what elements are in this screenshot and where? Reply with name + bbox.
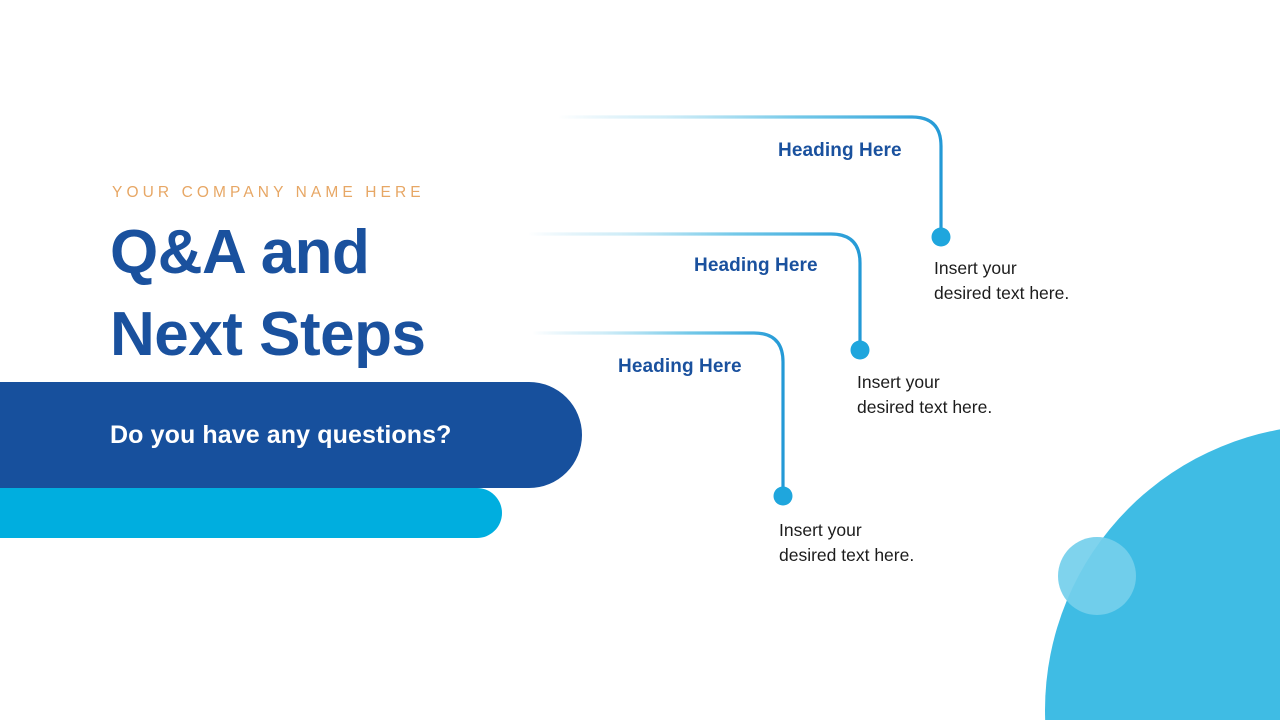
connector-dot-2 bbox=[850, 340, 870, 360]
branch-note-3-line-2: desired text here. bbox=[779, 545, 915, 566]
branch-note-3-line-1: Insert your bbox=[779, 520, 862, 540]
page-title: Q&A and Next Steps bbox=[110, 212, 630, 377]
branch-note-2: Insert your desired text here. bbox=[857, 370, 992, 420]
branch-heading-1: Heading Here bbox=[778, 140, 902, 161]
large-cyan-circle bbox=[1045, 429, 1280, 720]
branch-heading-2: Heading Here bbox=[694, 255, 818, 276]
company-name-eyebrow: YOUR COMPANY NAME HERE bbox=[112, 184, 425, 201]
branch-heading-3: Heading Here bbox=[618, 356, 742, 377]
branch-note-2-line-1: Insert your bbox=[857, 372, 940, 392]
banner-blue-pill bbox=[0, 382, 582, 488]
page-title-line-2: Next Steps bbox=[110, 300, 426, 370]
branch-note-1-line-1: Insert your bbox=[934, 258, 1017, 278]
connector-dot-3 bbox=[773, 486, 793, 506]
branch-note-2-line-2: desired text here. bbox=[857, 397, 993, 418]
branch-note-1-line-2: desired text here. bbox=[934, 283, 1070, 304]
banner-cyan-accent bbox=[0, 488, 502, 538]
branch-note-3: Insert your desired text here. bbox=[779, 518, 914, 568]
banner-question-text: Do you have any questions? bbox=[110, 420, 452, 449]
connector-dot-1 bbox=[931, 227, 951, 247]
branch-note-1: Insert your desired text here. bbox=[934, 256, 1069, 306]
page-title-line-1: Q&A and bbox=[110, 218, 370, 287]
small-cyan-circle bbox=[1058, 537, 1136, 615]
